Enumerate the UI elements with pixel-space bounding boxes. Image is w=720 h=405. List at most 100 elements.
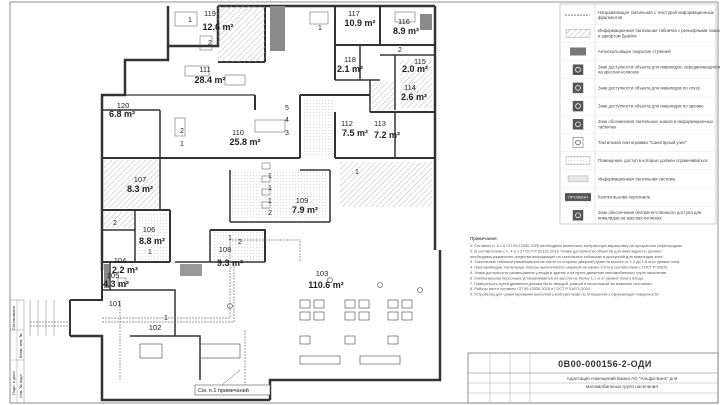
legend-symbol-box [572,137,584,148]
note-line: 3. Тактильные таблички размещаются на ст… [470,259,680,264]
furniture-number: 1 [268,185,272,192]
legend-label: Кнопка вызова персонала [598,195,651,200]
room-area: 8.8 m² [139,236,165,246]
furniture-number: 4 [285,117,289,124]
room-area: 10.9 m² [344,18,375,28]
furniture-number: 1 [268,198,272,205]
room-area: 6.8 m² [109,109,135,119]
side-label-inv: Инв. № подл. [18,373,23,398]
room-no: 103 [316,269,329,278]
room-area: 12.6 m² [202,22,233,32]
room-no: 114 [404,83,416,92]
legend-label: Информационная тактильная система [598,176,676,181]
furniture-number: 3 [285,130,289,137]
room-no: 111 [199,65,210,74]
furniture-number: 2 [208,40,212,47]
note-line: 2. В соответствии с п. 4.3.7.3 ГОСТ Р 52… [470,248,663,253]
legend-symbol-label: ПРОЗВОН [565,193,591,202]
callout-note: См. п.1 примечаний [194,369,271,396]
room-no: 101 [109,299,122,308]
room-no: 102 [149,323,162,332]
furniture-number: 2 [398,47,402,54]
drawing-subtitle-1: Адаптация помещений Банка АО "Альфа-Банк… [567,375,678,381]
furniture-number: 2 [180,128,184,135]
room-area: 7.2 m² [374,130,400,140]
room-area: 2.0 m² [402,64,428,74]
notes-heading: Примечания: [470,236,498,241]
room-no: 113 [374,119,386,128]
furniture-number: 2 [238,239,242,246]
room-area: 8.9 m² [393,26,419,36]
title-block: 0В00-000156-2-ОДИ Адаптация помещений Ба… [467,352,719,404]
room-area: 8.3 m² [127,184,153,194]
room-area: 2.6 m² [401,92,427,102]
legend-symbol-dots [565,156,591,165]
room-area: 7.9 m² [292,205,318,215]
legend-label: Знак доступности объекта для инвалидов п… [598,104,704,109]
legend-symbol-plain [567,175,589,183]
furniture-number: 1 [188,17,192,24]
furniture-number: 2 [268,210,272,217]
legend: Направляющая тактильная с текстурой инфо… [559,3,720,225]
note-line: необходимо разместить средства информаци… [470,254,664,259]
room-area: 25.8 m² [229,137,260,147]
legend-label: Направляющая тактильная с текстурой инфо… [598,10,715,20]
furniture-number: 5 [285,105,289,112]
legend-symbol-ear [572,119,584,130]
side-label-approved: Согласовано [11,305,16,330]
furniture-number: 1 [228,235,232,242]
furniture-number: 1 [164,315,168,322]
entrance-steps [29,300,55,336]
side-label-replaced: Взам. инв. № [18,333,23,358]
room-no: 108 [219,245,232,254]
note-line: 6. Кнопка вызова персонала устанавливает… [470,275,644,280]
legend-symbol-wheel2 [572,210,584,221]
room-no: 117 [348,9,360,18]
note-line: 9. Устройства для ориентирования выполня… [470,292,659,297]
room-no: 118 [344,55,356,64]
room-area: 110.6 m² [308,280,344,290]
legend-symbol-cane [572,82,584,94]
legend-symbol-wheel [572,64,584,75]
note-line: 4. Направляющие тактильные полосы выполн… [470,265,669,270]
room-no: 115 [414,57,426,66]
furniture-number: 1 [318,25,322,32]
legend-label: Знак доступности объекта для инвалидов п… [598,85,701,90]
legend-symbol-eye [572,100,584,112]
drawing-subtitle-2: маломобильных групп населения [586,384,658,389]
legend-symbol-hatch [565,29,591,38]
legend-label: Помещения, доступ в которые должен огран… [598,158,708,163]
furniture-number: 2 [113,220,117,227]
legend-label: Информационная тактильная табличка с рел… [598,28,720,38]
furniture-number: 1 [268,173,272,180]
furniture-number: 1 [355,169,359,176]
room-no: 105 [107,271,120,280]
room-no: 109 [296,196,309,205]
room-area: 9.3 m² [217,258,243,268]
note-line: 5. Знаки доступности размещаются у входа… [470,270,667,275]
notes-block: Примечания: 1. Согласно п. 6.1.6 СП 59.1… [470,236,683,297]
legend-tag: ПРОЗВОН [568,195,588,200]
room-area: 28.4 m² [194,75,225,85]
room-no: 112 [341,119,353,128]
room-no: 107 [134,175,147,184]
note-line: 8. Работы вести согласно СП 59.13330.202… [470,286,591,291]
room-no: 106 [143,225,156,234]
furniture-offices [117,11,416,287]
room-area: 2.2 m² [112,265,138,275]
furniture-number: 1 [148,249,152,256]
room-no: 120 [117,101,130,110]
note-line: 7. Поверхность путей движения должна быт… [470,281,653,286]
room-area: 7.5 m² [342,128,368,138]
legend-label: Знак обеспечения беспрепятственного дост… [598,210,702,220]
sheet-frame [9,1,719,404]
room-no: 110 [232,128,244,137]
side-label-sign: Подп. и дата [11,371,16,395]
legend-label: Знак обозначения тактильных знаков и инф… [598,119,714,129]
room-no: 116 [398,17,410,26]
tactile-guide-path [30,239,301,395]
room-labels: 119 12.6 m² 117 10.9 m² 116 8.9 m² 111 2… [103,9,428,332]
legend-symbol-dark [570,47,586,56]
furniture-hall [139,277,423,365]
